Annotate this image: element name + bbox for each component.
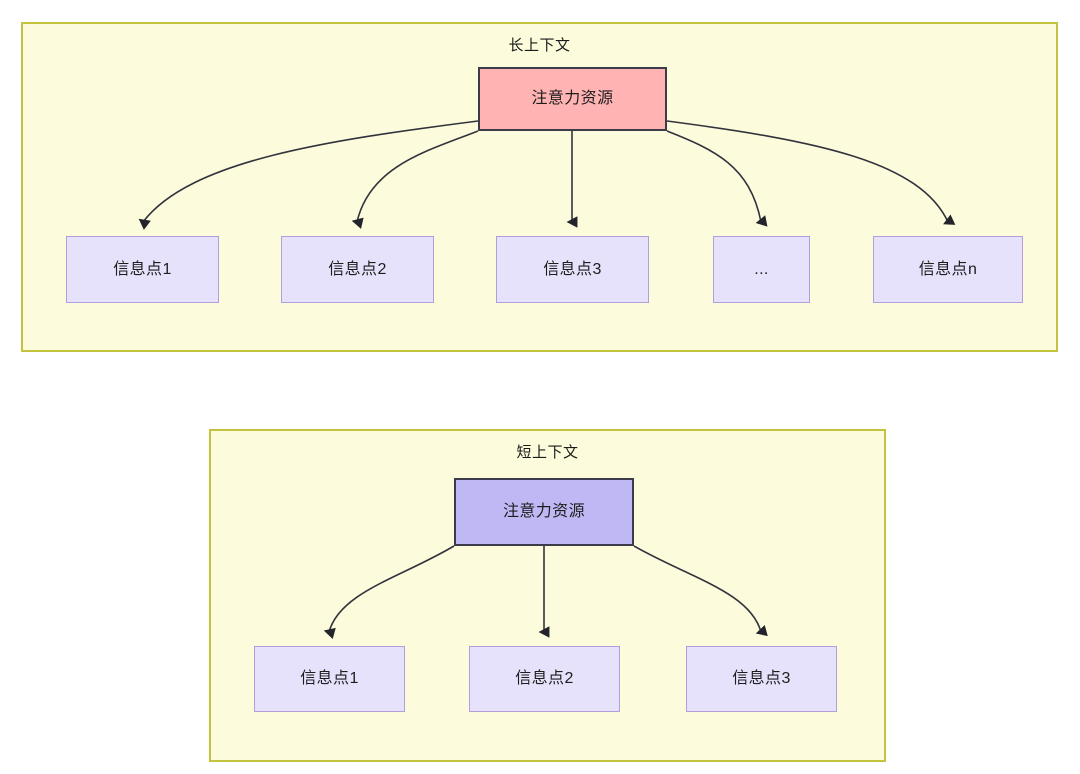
long-context-root-label: 注意力资源: [531, 90, 614, 107]
long-context-leaf-2-label: 信息点2: [328, 260, 387, 278]
long-context-leaf-ellipsis-label: ...: [754, 260, 769, 278]
long-context-root-node[interactable]: 注意力资源: [478, 67, 667, 131]
long-context-leaf-2[interactable]: 信息点2: [281, 236, 434, 303]
long-context-leaf-n[interactable]: 信息点n: [873, 236, 1023, 303]
short-context-leaf-3-label: 信息点3: [732, 670, 791, 687]
long-context-leaf-1-label: 信息点1: [113, 260, 172, 278]
short-context-title: 短上下文: [516, 444, 579, 461]
long-context-leaf-n-label: 信息点n: [918, 260, 978, 278]
long-context-title: 长上下文: [508, 37, 571, 54]
short-context-root-label: 注意力资源: [502, 503, 585, 520]
short-context-leaf-2-label: 信息点2: [515, 670, 574, 687]
long-context-leaf-1[interactable]: 信息点1: [66, 236, 219, 303]
short-context-leaf-1[interactable]: 信息点1: [254, 646, 405, 712]
short-context-leaf-1-label: 信息点1: [300, 670, 359, 687]
short-context-root-node[interactable]: 注意力资源: [454, 478, 634, 546]
long-context-leaf-3-label: 信息点3: [543, 260, 602, 278]
long-context-leaf-3[interactable]: 信息点3: [496, 236, 649, 303]
short-context-leaf-2[interactable]: 信息点2: [469, 646, 620, 712]
long-context-leaf-ellipsis[interactable]: ...: [713, 236, 810, 303]
short-context-leaf-3[interactable]: 信息点3: [686, 646, 837, 712]
